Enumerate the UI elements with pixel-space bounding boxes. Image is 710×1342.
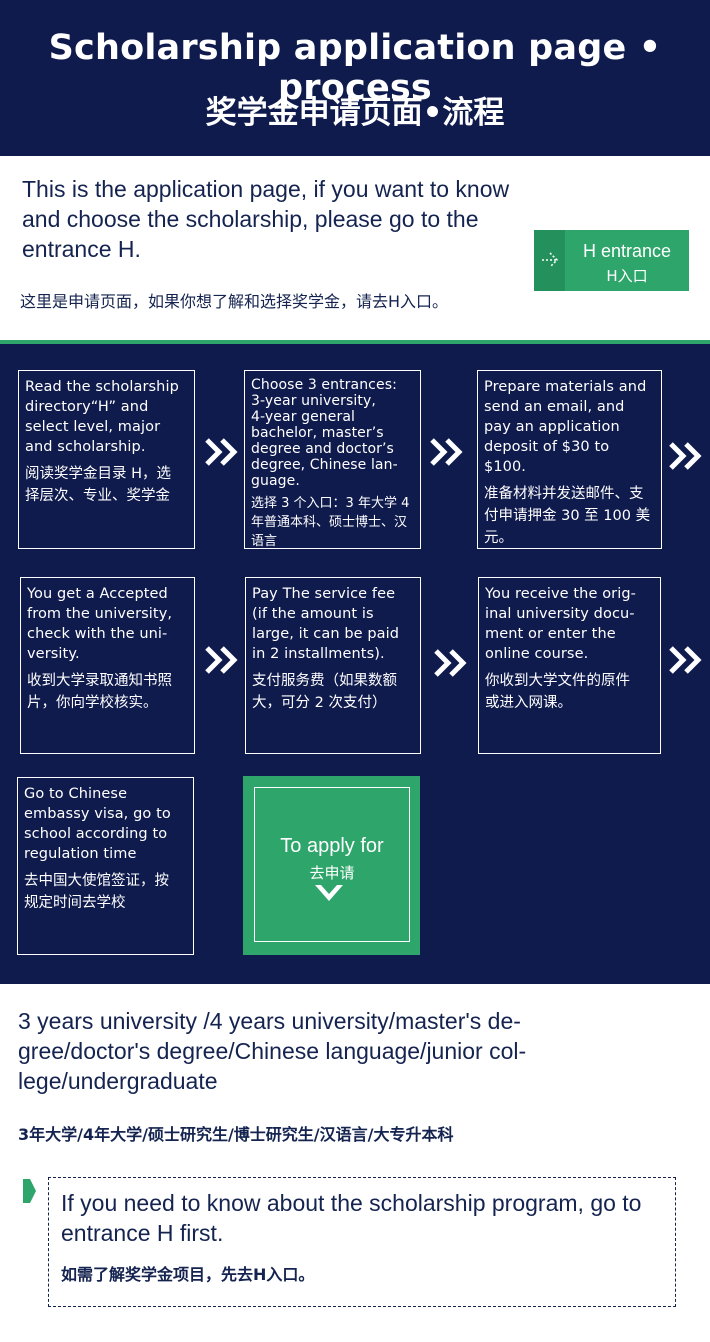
step-7-text: Go to Chinese embassy visa, go to school… bbox=[24, 786, 171, 862]
chevron-double-right-icon bbox=[669, 442, 702, 470]
chevron-double-right-icon bbox=[669, 646, 702, 674]
h-entrance-icon-panel bbox=[534, 230, 565, 291]
step-2-card: Choose 3 entrances: 3-year university, 4… bbox=[244, 370, 421, 549]
step-6-card: You receive the orig- inal university do… bbox=[478, 577, 661, 754]
page-header: Scholarship application page • process 奖… bbox=[0, 0, 710, 156]
apply-button-label: To apply for bbox=[280, 835, 384, 857]
note-box: If you need to know about the scholarshi… bbox=[48, 1177, 676, 1307]
step-4-text: You get a Accepted from the university, … bbox=[27, 586, 173, 662]
page-title-zh: 奖学金申请页面•流程 bbox=[205, 95, 505, 131]
chevron-down-icon bbox=[315, 885, 343, 901]
step-1-text-zh: 阅读奖学金目录 H，选 择层次、专业、奖学金 bbox=[25, 466, 172, 504]
step-5-text: Pay The service fee (if the amount is la… bbox=[252, 586, 400, 662]
note-marker-icon bbox=[23, 1179, 36, 1203]
apply-button-label-zh: 去申请 bbox=[309, 864, 355, 882]
step-1-card: Read the scholarship directory“H” and se… bbox=[18, 370, 195, 549]
degree-list-zh: 3年大学/4年大学/硕士研究生/博士研究生/汉语言/大专升本科 bbox=[18, 1125, 454, 1144]
step-3-text-zh: 准备材料并发送邮件、支 付申请押金 30 至 100 美 元。 bbox=[484, 486, 651, 546]
step-1-text: Read the scholarship directory“H” and se… bbox=[25, 379, 179, 455]
h-entrance-label: H entrance bbox=[582, 241, 672, 261]
chevron-double-right-icon bbox=[430, 438, 463, 466]
arrow-right-dotted-icon bbox=[542, 252, 559, 268]
intro-text-zh: 这里是申请页面，如果你想了解和选择奖学金，请去H入口。 bbox=[20, 292, 449, 311]
step-7-text-zh: 去中国大使馆签证，按 规定时间去学校 bbox=[24, 873, 169, 911]
step-3-text: Prepare materials and send an email, and… bbox=[484, 379, 647, 475]
intro-section: This is the application page, if you wan… bbox=[0, 156, 710, 340]
step-2-text-zh: 选择 3 个入口：3 年大学 4 年普通本科、硕士博士、汉 语言 bbox=[251, 496, 410, 549]
step-6-text: You receive the orig- inal university do… bbox=[485, 586, 637, 662]
step-3-card: Prepare materials and send an email, and… bbox=[477, 370, 662, 549]
step-5-text-zh: 支付服务费（如果数额 大，可分 2 次支付） bbox=[252, 673, 397, 711]
chevron-double-right-icon bbox=[205, 438, 238, 466]
step-4-text-zh: 收到大学录取通知书照 片，你向学校核实。 bbox=[27, 673, 172, 711]
h-entrance-label-zh: H入口 bbox=[606, 267, 648, 285]
note-text: If you need to know about the scholarshi… bbox=[61, 1190, 642, 1246]
note-text-zh: 如需了解奖学金项目，先去H入口。 bbox=[61, 1265, 315, 1284]
step-2-text: Choose 3 entrances: 3-year university, 4… bbox=[251, 377, 398, 489]
h-entrance-button[interactable]: H entrance H入口 bbox=[534, 230, 689, 291]
page-title: Scholarship application page • process bbox=[48, 28, 662, 108]
chevron-double-right-icon bbox=[205, 646, 238, 674]
apply-button[interactable]: To apply for 去申请 bbox=[243, 776, 420, 955]
section-divider bbox=[0, 340, 710, 344]
step-7-card: Go to Chinese embassy visa, go to school… bbox=[17, 777, 194, 955]
intro-text: This is the application page, if you wan… bbox=[22, 176, 510, 262]
step-5-card: Pay The service fee (if the amount is la… bbox=[245, 577, 421, 754]
apply-button-frame: To apply for 去申请 bbox=[254, 787, 410, 942]
chevron-double-right-icon bbox=[434, 649, 467, 677]
step-4-card: You get a Accepted from the university, … bbox=[20, 577, 195, 754]
degree-list: 3 years university /4 years university/m… bbox=[18, 1008, 527, 1094]
step-6-text-zh: 你收到大学文件的原件 或进入网课。 bbox=[485, 673, 630, 711]
